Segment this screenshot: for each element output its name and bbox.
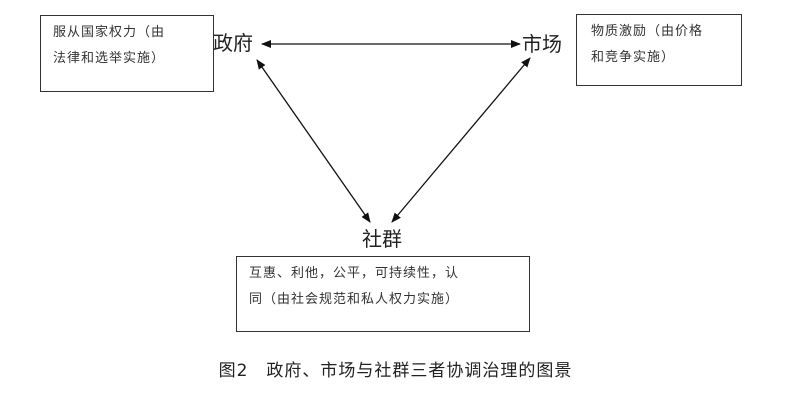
figure-caption: 图2 政府、市场与社群三者协调治理的图景 bbox=[0, 356, 791, 381]
market-description-box: 物质激励（由价格 和竞争实施） bbox=[576, 14, 742, 86]
society-description-box: 互惠、利他，公平，可持续性，认 同（由社会规范和私人权力实施） bbox=[236, 256, 530, 332]
figure-caption-text: 政府、市场与社群三者协调治理的图景 bbox=[266, 361, 573, 381]
node-society: 社群 bbox=[362, 227, 402, 251]
government-description-line-2: 法律和选举实施） bbox=[53, 51, 166, 66]
arrow-market-society bbox=[391, 57, 531, 223]
node-government: 政府 bbox=[213, 31, 253, 55]
node-market: 市场 bbox=[522, 32, 562, 56]
government-description-box: 服从国家权力（由 法律和选举实施） bbox=[40, 15, 214, 92]
government-description-line-1: 服从国家权力（由 bbox=[53, 25, 166, 40]
arrow-government-society bbox=[256, 59, 371, 223]
market-description-line-1: 物质激励（由价格 bbox=[591, 24, 704, 39]
market-description-line-2: 和竞争实施） bbox=[591, 50, 676, 65]
figure-number: 图2 bbox=[218, 361, 249, 381]
society-description-line-2: 同（由社会规范和私人权力实施） bbox=[249, 292, 460, 307]
society-description-line-1: 互惠、利他，公平，可持续性，认 bbox=[249, 266, 460, 281]
